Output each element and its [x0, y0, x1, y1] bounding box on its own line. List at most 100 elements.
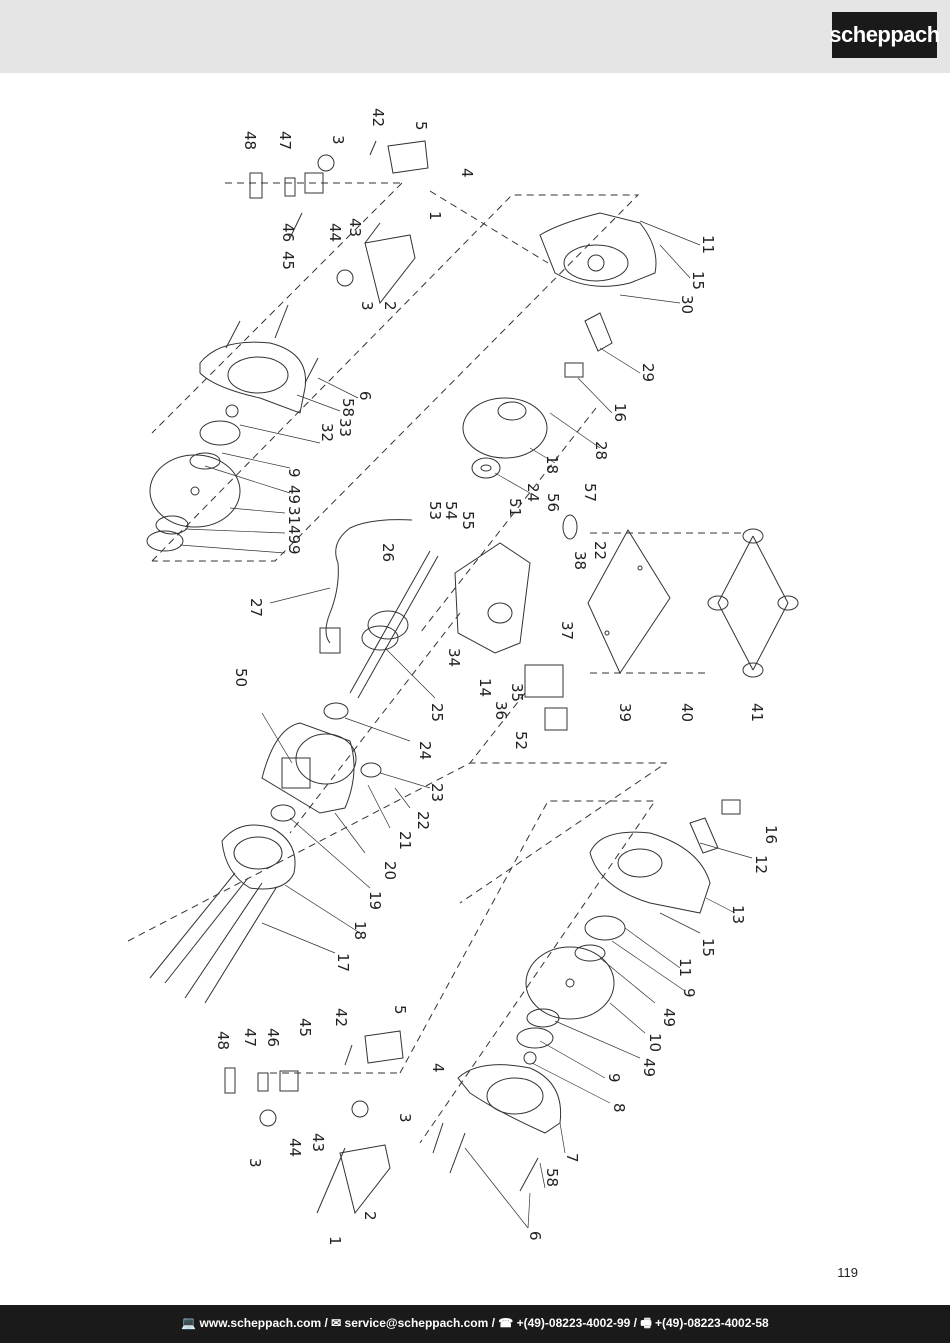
part-number: 53: [426, 501, 444, 520]
part-number: 49: [660, 1008, 678, 1027]
part-number: 1: [326, 1236, 344, 1246]
exploded-parts-diagram: 48 47 3 42 5 4 1 43 44 46 45 3 2 11 15 3…: [0, 73, 950, 1305]
part-number: 44: [286, 1138, 304, 1157]
part-number: 50: [232, 668, 250, 687]
part-number: 7: [563, 1153, 581, 1163]
part-number: 4: [458, 168, 476, 178]
part-number: 18: [543, 455, 561, 474]
wheel-guard-top: [539, 212, 657, 287]
part-number: 44: [326, 223, 344, 242]
part-number: 30: [678, 295, 696, 314]
part-number: 4: [429, 1063, 447, 1073]
part-number: 9: [605, 1073, 623, 1083]
part-number: 34: [445, 648, 463, 667]
end-cover: [221, 824, 296, 890]
outer-guard-7: [457, 1064, 562, 1134]
part-number: 3: [246, 1158, 264, 1168]
part-number: 46: [264, 1028, 282, 1047]
eye-shield-bottom: [224, 1030, 404, 1215]
part-number: 29: [639, 363, 657, 382]
brand-logo: scheppach: [829, 12, 940, 58]
capacitor-38: [562, 514, 578, 540]
ring-19: [270, 804, 296, 822]
part-number: 35: [508, 683, 526, 702]
grinding-wheel-right: [525, 946, 615, 1020]
part-number: 19: [366, 891, 384, 910]
part-number: 5: [412, 121, 430, 131]
part-number: 17: [334, 953, 352, 972]
part-number: 9: [680, 988, 698, 998]
guard-left: [199, 341, 307, 414]
brand-name: scheppach: [829, 22, 940, 47]
part-number: 52: [512, 731, 530, 750]
part-number: 45: [296, 1018, 314, 1037]
part-number: 49: [285, 525, 303, 544]
nut-16: [564, 362, 584, 378]
part-number: 10: [646, 1033, 664, 1052]
part-number: 9: [285, 545, 303, 555]
nut-16-bottom: [721, 799, 741, 815]
flange-top: [462, 397, 548, 459]
part-number: 58: [543, 1168, 561, 1187]
part-number: 56: [544, 493, 562, 512]
eye-shield-top: [249, 140, 429, 305]
footer-contact-text: 💻 www.scheppach.com / ✉ service@scheppac…: [181, 1315, 769, 1330]
part-number: 8: [610, 1103, 628, 1113]
tie-rods-17: [149, 872, 277, 1004]
part-number: 27: [247, 598, 265, 617]
part-number: 2: [361, 1211, 379, 1221]
part-number: 3: [396, 1113, 414, 1123]
part-number: 22: [414, 811, 432, 830]
clamp-29: [584, 312, 613, 352]
part-number: 51: [506, 498, 524, 517]
part-number: 3: [329, 135, 347, 145]
part-number: 9: [285, 468, 303, 478]
part-number: 14: [476, 678, 494, 697]
part-number: 15: [689, 271, 707, 290]
bearing-24: [471, 457, 501, 479]
part-number: 40: [678, 703, 696, 722]
part-number: 55: [459, 511, 477, 530]
bearing-24-lower: [323, 702, 349, 720]
part-number: 1: [426, 211, 444, 221]
power-cord: [319, 519, 413, 654]
part-number: 43: [346, 218, 364, 237]
part-number: 46: [279, 223, 297, 242]
part-number: 57: [581, 483, 599, 502]
part-number: 48: [241, 131, 259, 150]
part-number: 42: [369, 108, 387, 127]
part-number: 58: [339, 398, 357, 417]
part-number: 43: [309, 1133, 327, 1152]
contact-footer: 💻 www.scheppach.com / ✉ service@scheppac…: [0, 1305, 950, 1343]
part-number: 28: [592, 441, 610, 460]
part-number: 42: [332, 1008, 350, 1027]
part-number: 21: [396, 831, 414, 850]
base-bracket: [454, 542, 531, 654]
part-number: 36: [492, 701, 510, 720]
part-number: 18: [351, 921, 369, 940]
part-number: 5: [391, 1005, 409, 1015]
wheel-guard-bottom: [589, 831, 711, 914]
part-labels: 48 47 3 42 5 4 1 43 44 46 45 3 2 11 15 3…: [214, 108, 780, 1246]
clamp-12: [689, 817, 719, 854]
screws: [225, 304, 539, 1192]
motor-shaft: [349, 550, 439, 699]
part-number: 25: [428, 703, 446, 722]
motor-housing: [261, 722, 357, 814]
part-number: 39: [616, 703, 634, 722]
part-number: 23: [428, 783, 446, 802]
part-number: 47: [241, 1028, 259, 1047]
part-number: 2: [381, 301, 399, 311]
part-number: 16: [611, 403, 629, 422]
part-number: 37: [558, 621, 576, 640]
part-number: 16: [762, 825, 780, 844]
part-number: 12: [752, 855, 770, 874]
part-number: 41: [748, 703, 766, 722]
leader-lines: [179, 220, 753, 1229]
part-number: 47: [276, 131, 294, 150]
part-number: 49: [640, 1058, 658, 1077]
part-number: 13: [729, 905, 747, 924]
part-number: 31: [285, 506, 303, 525]
part-number: 11: [699, 235, 717, 254]
part-number: 6: [526, 1231, 544, 1241]
